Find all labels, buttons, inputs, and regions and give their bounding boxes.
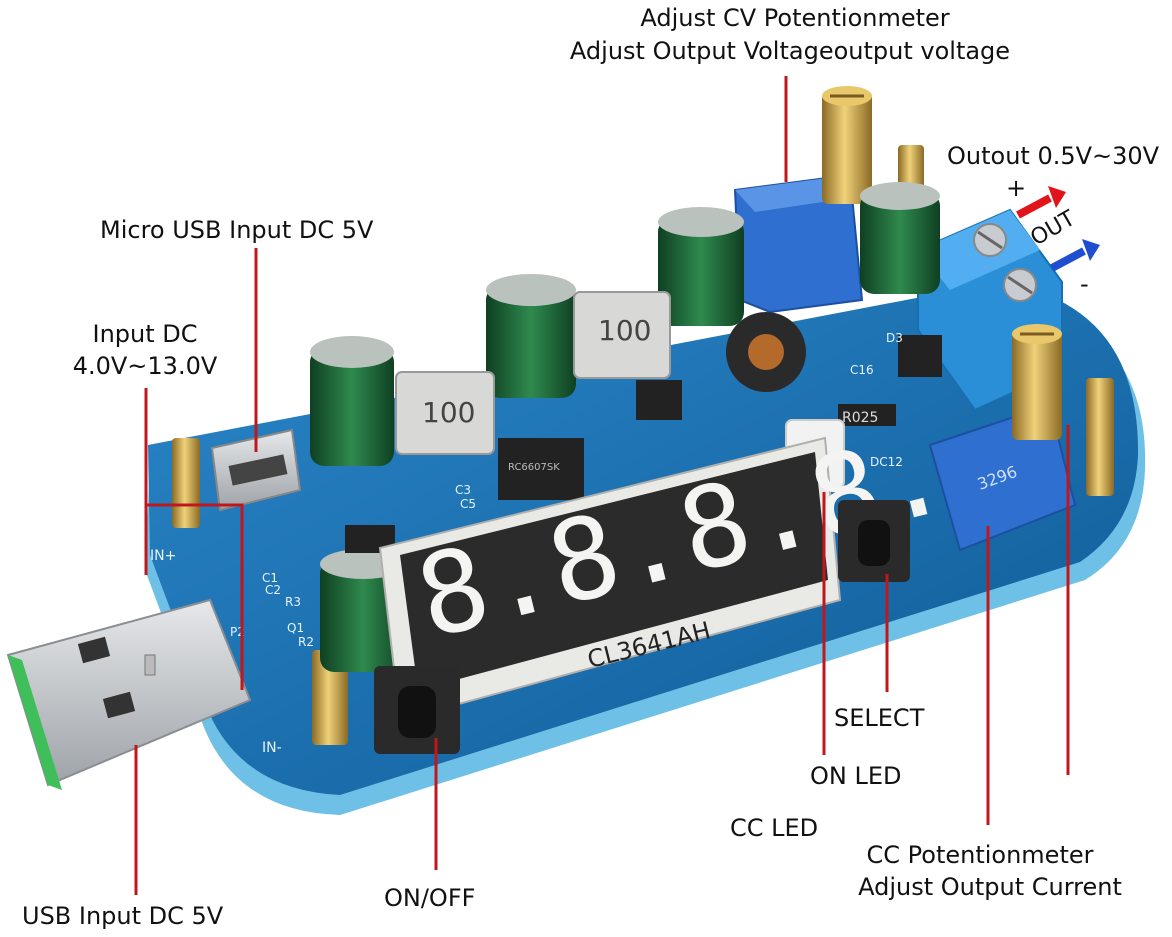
micro-usb-port [210, 428, 302, 512]
diode-2 [898, 335, 942, 377]
silk-q1: Q1 [287, 621, 304, 635]
inductor-1-label: 100 [422, 396, 475, 429]
silk-in-plus: IN+ [150, 548, 176, 564]
silk-r3: R3 [285, 595, 301, 609]
cc-led-label: CC LED [730, 814, 819, 842]
select-label: SELECT [834, 704, 925, 732]
capacitor-3 [658, 207, 744, 326]
standoff-cv-screw [822, 86, 872, 204]
standoff-left [172, 438, 200, 528]
silk-c16: C16 [850, 363, 874, 377]
cv-pot-title: Adjust CV Potentionmeter [640, 4, 950, 32]
minus-label: - [1080, 270, 1089, 298]
output-range-label: Outout 0.5V~30V [947, 142, 1160, 170]
sense-resistor-label: R025 [842, 410, 878, 426]
capacitor-4 [860, 182, 940, 294]
out-label: OUT [1027, 206, 1081, 251]
cv-pot-subtitle: Adjust Output Voltageoutput voltage [569, 37, 1011, 65]
silk-in-minus: IN- [262, 740, 282, 756]
chip-label: RC6607SK [508, 462, 560, 473]
inductor-2-label: 100 [598, 314, 651, 347]
inductor-round [726, 312, 806, 392]
leader-lines [134, 76, 1070, 895]
onoff-button [374, 666, 460, 754]
capacitor-1 [310, 336, 394, 466]
leader-input-dc [144, 388, 244, 690]
cc-pot-subtitle: Adjust Output Current [858, 873, 1122, 901]
usb-a-plug [6, 598, 252, 790]
inductor-2: 100 [573, 291, 671, 379]
inductor-1: 100 [395, 371, 495, 455]
diode-1 [636, 380, 682, 420]
silk-c2: C2 [265, 583, 281, 597]
plus-label: + [1006, 174, 1027, 202]
usb-input-label: USB Input DC 5V [22, 902, 224, 930]
cc-trimpot: 3296 [928, 403, 1077, 552]
capacitor-2 [486, 274, 576, 398]
standoff-cc-screw [1012, 324, 1062, 440]
silk-r2: R2 [298, 635, 314, 649]
standoff-right [1086, 378, 1114, 496]
silk-c5: C5 [460, 497, 476, 511]
silk-dc12: DC12 [870, 455, 903, 469]
input-dc-range: 4.0V~13.0V [72, 352, 218, 380]
silk-c1: C1 [262, 571, 278, 585]
input-dc-label: Input DC [92, 320, 198, 348]
silk-d3: D3 [886, 331, 903, 345]
select-button [838, 500, 910, 582]
minus-arrow-icon [1050, 239, 1100, 272]
sense-resistor [838, 404, 896, 426]
plus-arrow-icon [1016, 186, 1066, 219]
chip-main: RC6607SK [498, 438, 584, 500]
micro-usb-label: Micro USB Input DC 5V [100, 216, 374, 244]
silk-c3: C3 [455, 483, 471, 497]
onoff-label: ON/OFF [384, 884, 476, 912]
on-led-label: ON LED [810, 762, 902, 790]
cc-pot-title: CC Potentionmeter [866, 841, 1094, 869]
standoff-bottom-left [312, 650, 348, 745]
